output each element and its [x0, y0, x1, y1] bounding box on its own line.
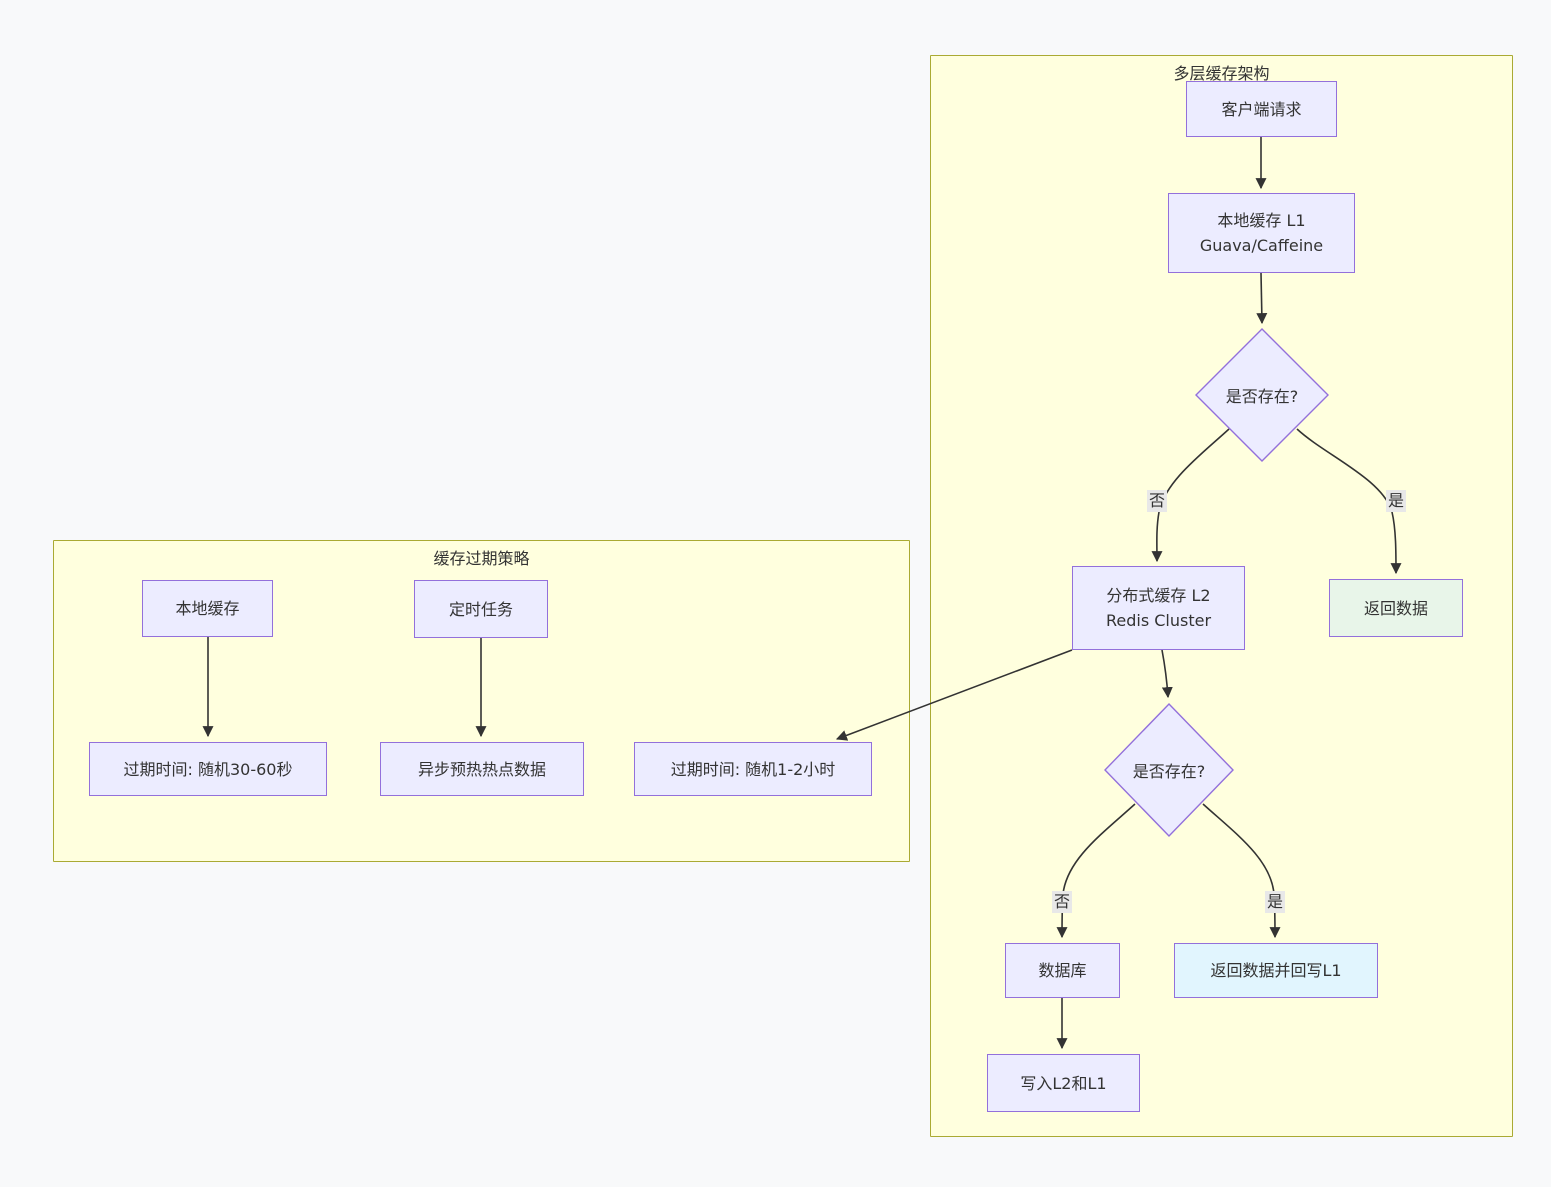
- diamond-shape-1: [1195, 328, 1329, 462]
- node-return-data: 返回数据: [1329, 579, 1463, 637]
- node-local-cache-l1-line2: Guava/Caffeine: [1199, 236, 1324, 255]
- node-client-request-label: 客户端请求: [1221, 99, 1302, 119]
- node-return-writeback-l1: 返回数据并回写L1: [1174, 943, 1378, 998]
- node-client-request: 客户端请求: [1186, 81, 1337, 137]
- node-exists-decision-1-label: 是否存在?: [1225, 387, 1299, 406]
- node-exists-decision-1: 是否存在?: [1195, 328, 1329, 462]
- node-local-cache-l1-line1: 本地缓存 L1: [1217, 211, 1306, 230]
- node-distributed-cache-l2: 分布式缓存 L2 Redis Cluster: [1072, 566, 1245, 650]
- node-local-cache-l1: 本地缓存 L1 Guava/Caffeine: [1168, 193, 1355, 273]
- node-return-writeback-l1-label: 返回数据并回写L1: [1210, 961, 1342, 980]
- node-async-preheat: 异步预热热点数据: [380, 742, 584, 796]
- node-expire-1-2h: 过期时间: 随机1-2小时: [634, 742, 872, 796]
- diamond-shape-2: [1104, 703, 1234, 837]
- node-write-l2-l1-label: 写入L2和L1: [1020, 1073, 1107, 1093]
- node-database-label: 数据库: [1038, 961, 1087, 980]
- node-return-data-label: 返回数据: [1363, 598, 1428, 618]
- node-timer-task-label: 定时任务: [448, 599, 513, 619]
- node-local-cache: 本地缓存: [142, 580, 273, 637]
- node-distributed-cache-l2-line2: Redis Cluster: [1105, 611, 1212, 630]
- node-expire-30-60s: 过期时间: 随机30-60秒: [89, 742, 327, 796]
- node-local-cache-label: 本地缓存: [175, 599, 240, 618]
- node-exists-decision-2-label: 是否存在?: [1132, 762, 1206, 781]
- node-async-preheat-label: 异步预热热点数据: [417, 759, 546, 779]
- edge-label-yes-2: 是: [1264, 891, 1286, 913]
- edge-label-no-2: 否: [1051, 891, 1073, 913]
- node-write-l2-l1: 写入L2和L1: [987, 1054, 1140, 1112]
- node-timer-task: 定时任务: [414, 580, 548, 638]
- edge-label-no-1: 否: [1146, 490, 1168, 512]
- node-expire-30-60s-label: 过期时间: 随机30-60秒: [123, 759, 293, 779]
- node-exists-decision-2: 是否存在?: [1104, 703, 1234, 837]
- edge-label-yes-1: 是: [1385, 490, 1407, 512]
- subgraph-multilayer-cache-title: 多层缓存架构: [1173, 64, 1270, 83]
- subgraph-cache-expiry-title: 缓存过期策略: [433, 549, 530, 568]
- node-database: 数据库: [1005, 943, 1120, 998]
- node-expire-1-2h-label: 过期时间: 随机1-2小时: [670, 759, 836, 779]
- node-distributed-cache-l2-line1: 分布式缓存 L2: [1106, 586, 1211, 605]
